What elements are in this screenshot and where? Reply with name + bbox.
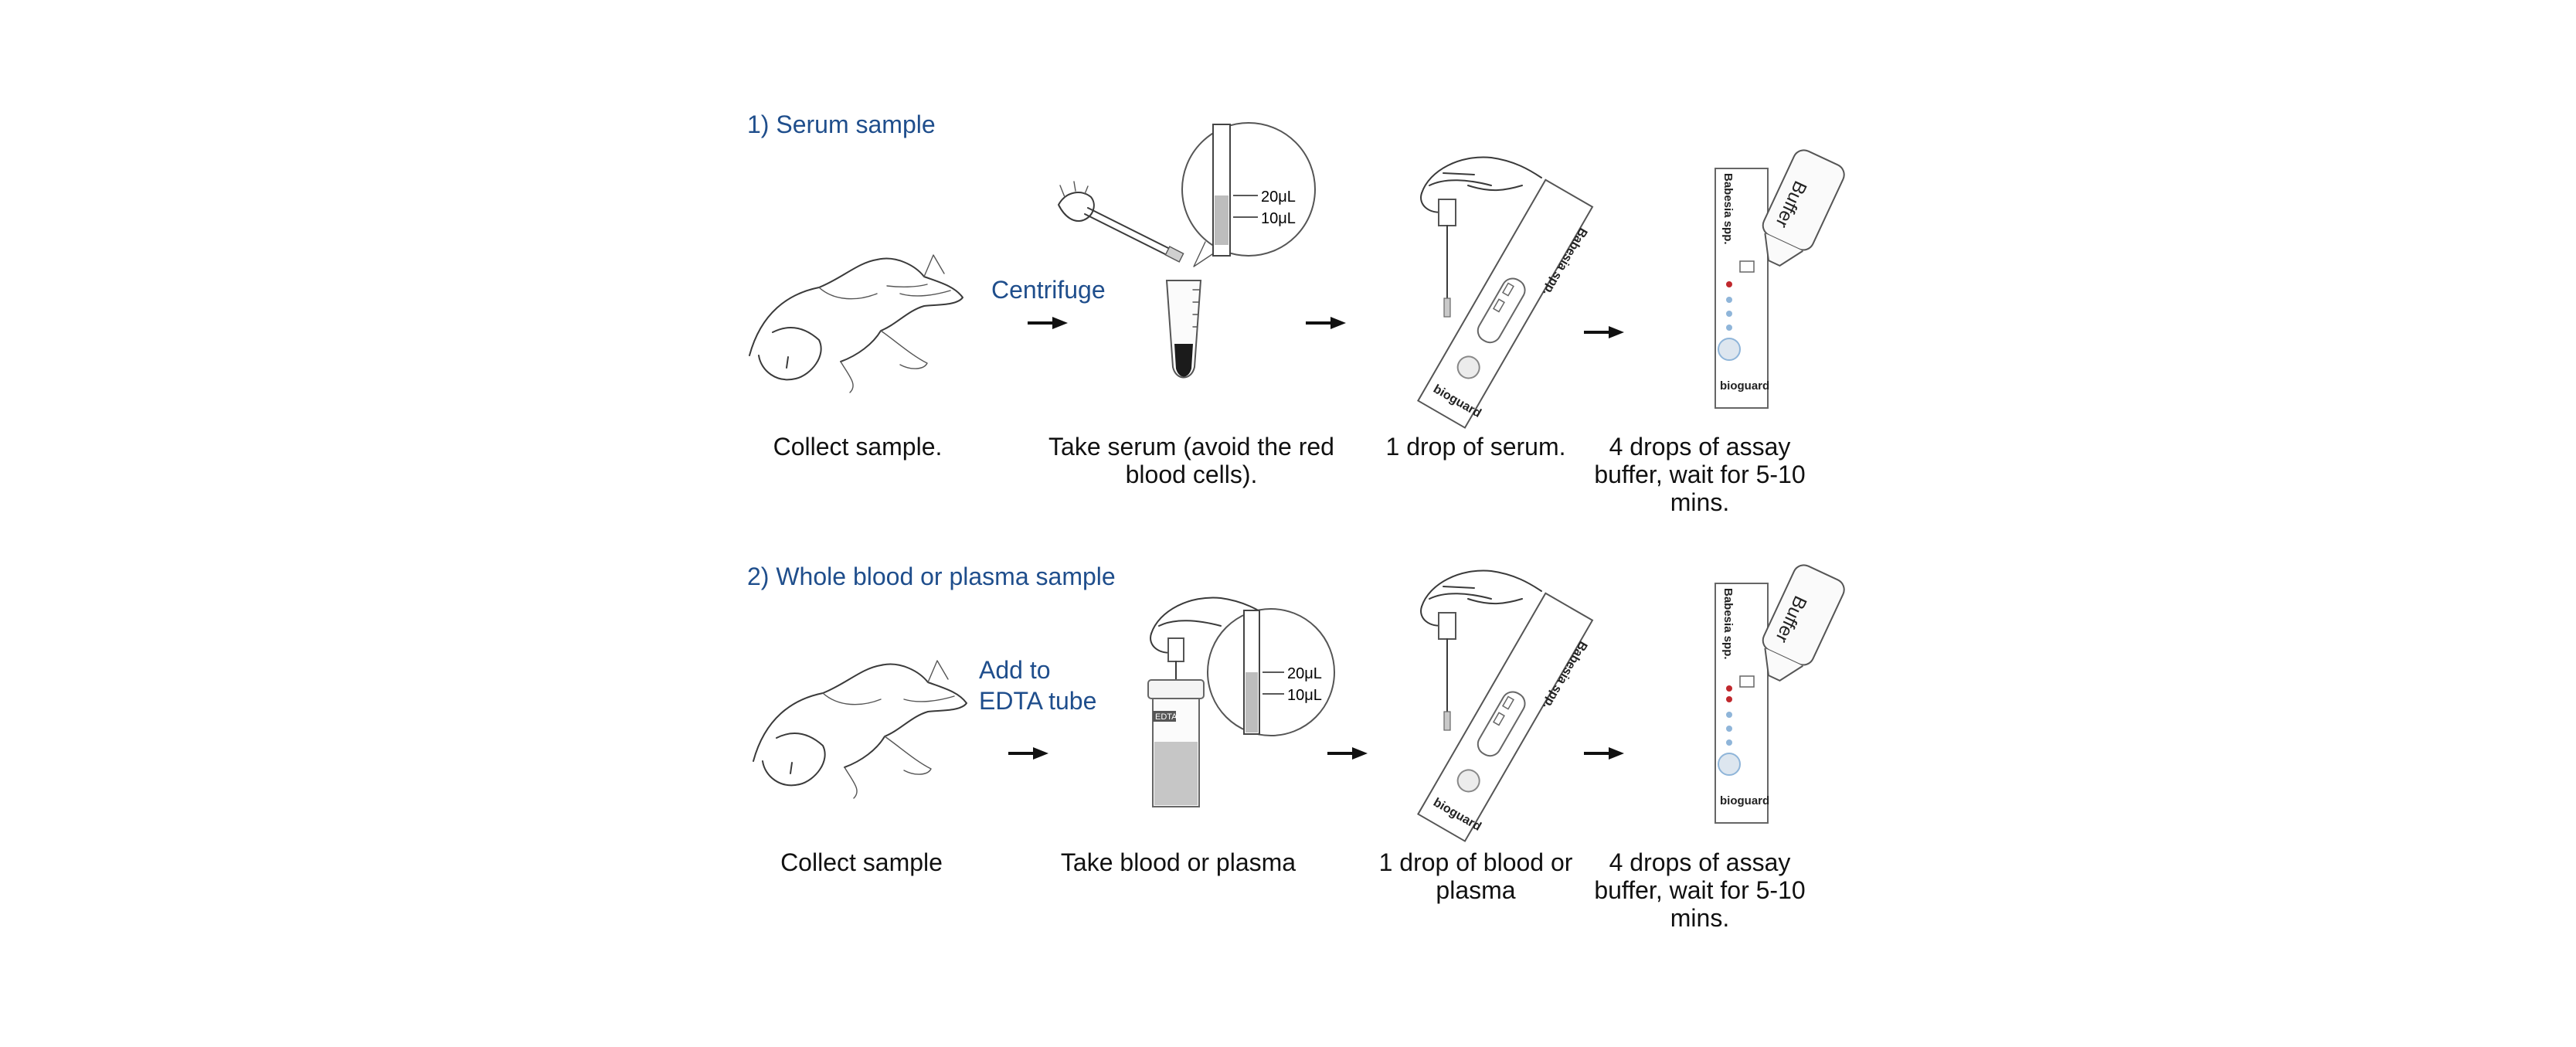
tube-icon: EDTA xyxy=(1147,679,1205,807)
step1-caption: Collect sample xyxy=(780,848,943,876)
section-1-title: 1) Serum sample xyxy=(747,110,936,138)
tube-icon xyxy=(1165,280,1202,379)
svg-text:bioguard: bioguard xyxy=(1720,379,1769,393)
svg-text:Babesia spp.: Babesia spp. xyxy=(1721,173,1735,245)
test-cassette-icon: Babesia spp. bioguard xyxy=(1715,168,1769,409)
svg-text:20μL: 20μL xyxy=(1261,189,1296,206)
step4-caption: 4 drops of assay buffer, wait for 5-10 m… xyxy=(1594,848,1806,932)
svg-text:10μL: 10μL xyxy=(1261,210,1296,227)
test-cassette-icon: Babesia spp. bioguard xyxy=(1715,583,1769,824)
dog-icon xyxy=(753,660,967,799)
step4-caption: 4 drops of assay buffer, wait for 5-10 m… xyxy=(1594,433,1806,516)
section-2-title: 2) Whole blood or plasma sample xyxy=(747,563,1116,590)
step1-caption: Collect sample. xyxy=(773,433,943,461)
arrow-right-icon xyxy=(1327,747,1368,760)
buffer-bottle-icon: Buffer xyxy=(1762,149,1845,267)
svg-text:Babesia spp.: Babesia spp. xyxy=(1721,588,1735,660)
centrifuge-serum-figure: 20μL 10μL xyxy=(1058,122,1316,379)
svg-text:20μL: 20μL xyxy=(1287,665,1322,682)
magnifier-icon: 20μL 10μL xyxy=(1181,122,1316,267)
hand-pipette-icon xyxy=(1420,569,1542,731)
magnifier-icon: 20μL 10μL xyxy=(1207,608,1335,736)
pipette-icon xyxy=(1058,181,1184,263)
svg-text:10μL: 10μL xyxy=(1287,687,1322,704)
buffer-drop-figure: Babesia spp. bioguard Buffer xyxy=(1715,149,1845,409)
hand-pipette-icon xyxy=(1420,156,1542,318)
edta-note-line2: EDTA tube xyxy=(979,687,1097,715)
svg-text:EDTA: EDTA xyxy=(1155,712,1178,722)
edta-note-line1: Add to xyxy=(979,656,1051,684)
svg-text:bioguard: bioguard xyxy=(1720,794,1769,807)
step2-caption: Take blood or plasma xyxy=(1060,848,1296,876)
step3-caption: 1 drop of serum. xyxy=(1385,433,1566,461)
arrow-right-icon xyxy=(1306,317,1346,329)
dog-icon xyxy=(749,254,963,393)
step3-caption: 1 drop of blood or plasma xyxy=(1378,848,1573,904)
drop-serum-figure: Babesia spp. bioguard xyxy=(1416,156,1594,429)
drop-blood-figure: Babesia spp. bioguard xyxy=(1416,569,1594,842)
buffer-drop-figure: Babesia spp. bioguard Buffer xyxy=(1715,564,1845,824)
arrow-right-icon xyxy=(1584,747,1624,760)
centrifuge-note: Centrifuge xyxy=(991,276,1106,304)
arrow-right-icon xyxy=(1028,317,1068,329)
step2-caption: Take serum (avoid the red blood cells). xyxy=(1048,433,1334,488)
arrow-right-icon xyxy=(1008,747,1048,760)
edta-sample-figure: EDTA 20μL 10μL xyxy=(1147,597,1335,807)
arrow-right-icon xyxy=(1584,326,1624,338)
